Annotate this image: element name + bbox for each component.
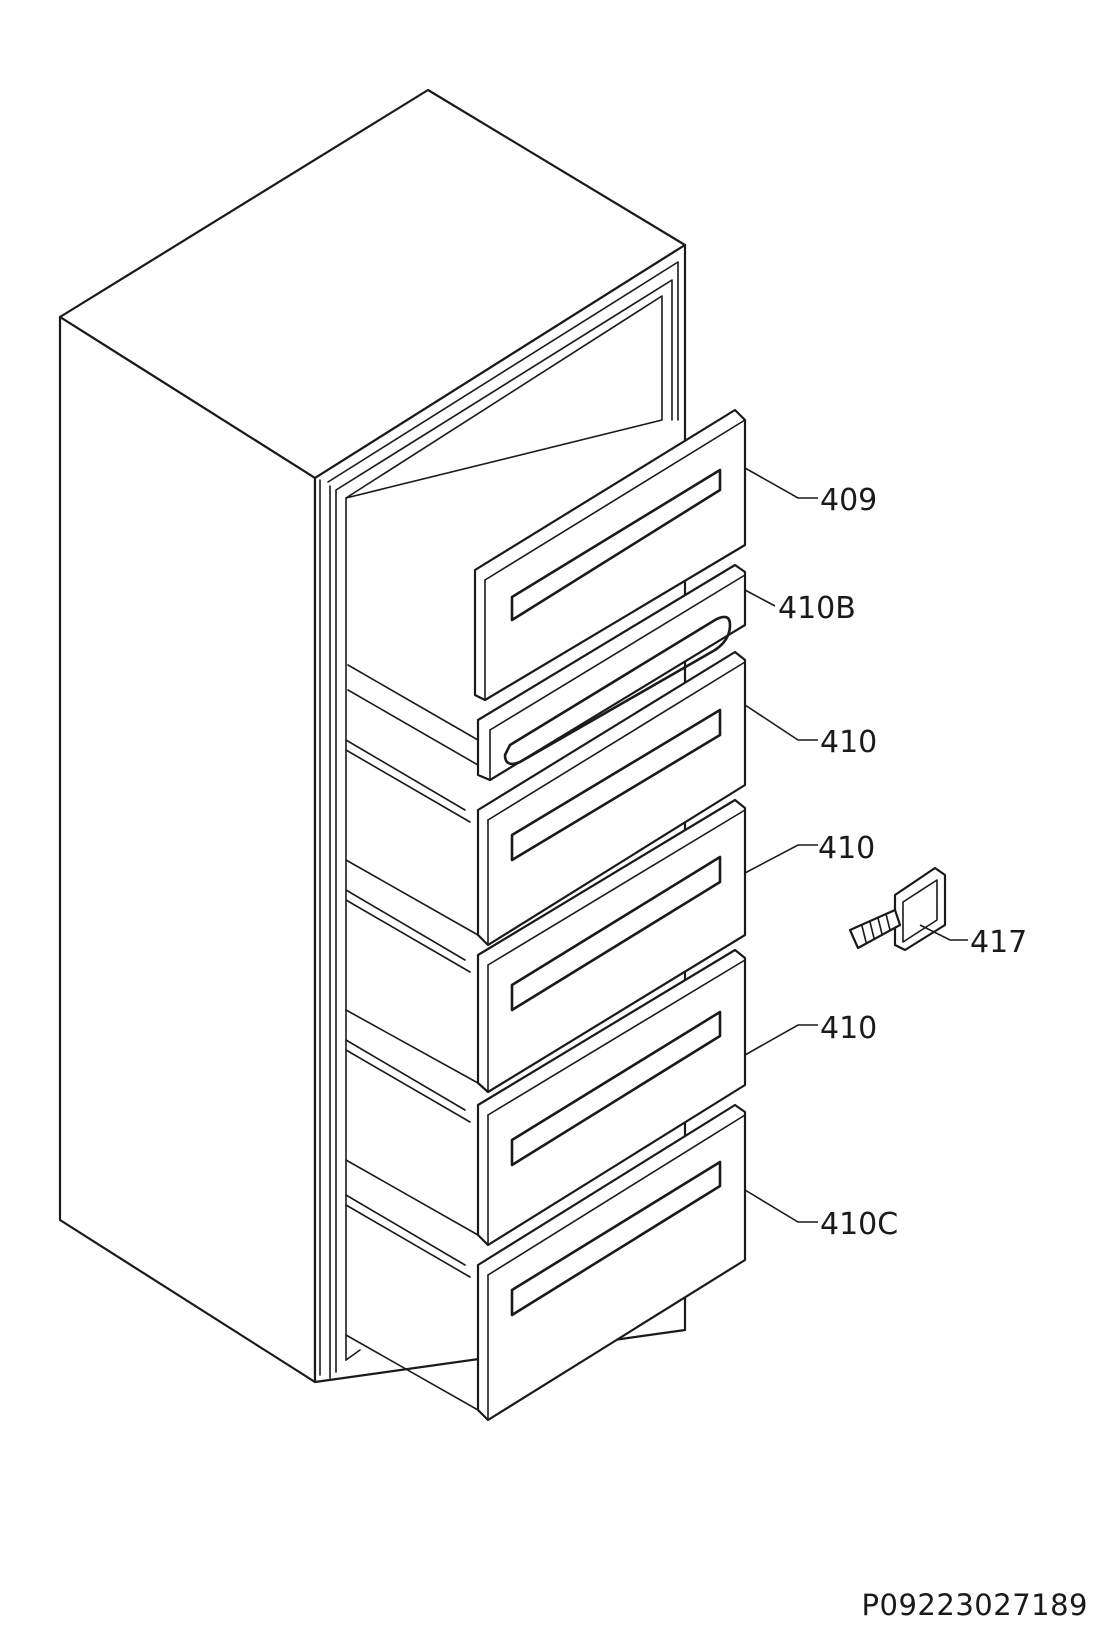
drawing-code: P09223027189 bbox=[861, 1588, 1088, 1622]
drawer-410c bbox=[345, 1103, 747, 1422]
drawer-410-2 bbox=[345, 798, 747, 1094]
drawer-409-front bbox=[473, 408, 747, 702]
part-417-icon bbox=[848, 866, 947, 952]
callout-410-1: 410 bbox=[820, 725, 877, 760]
flap-410b bbox=[347, 563, 747, 782]
freezer-cabinet bbox=[58, 88, 687, 1384]
cabinet-side bbox=[58, 315, 317, 1384]
callout-417: 417 bbox=[970, 925, 1027, 960]
callout-409: 409 bbox=[820, 483, 877, 518]
leader-lines bbox=[744, 467, 968, 1223]
drawer-410-1 bbox=[345, 650, 747, 947]
callout-410-3: 410 bbox=[820, 1011, 877, 1046]
drawer-410-3 bbox=[345, 948, 747, 1247]
callout-410c: 410C bbox=[820, 1207, 898, 1242]
callout-410b: 410B bbox=[778, 591, 856, 626]
callout-410-2: 410 bbox=[818, 831, 875, 866]
